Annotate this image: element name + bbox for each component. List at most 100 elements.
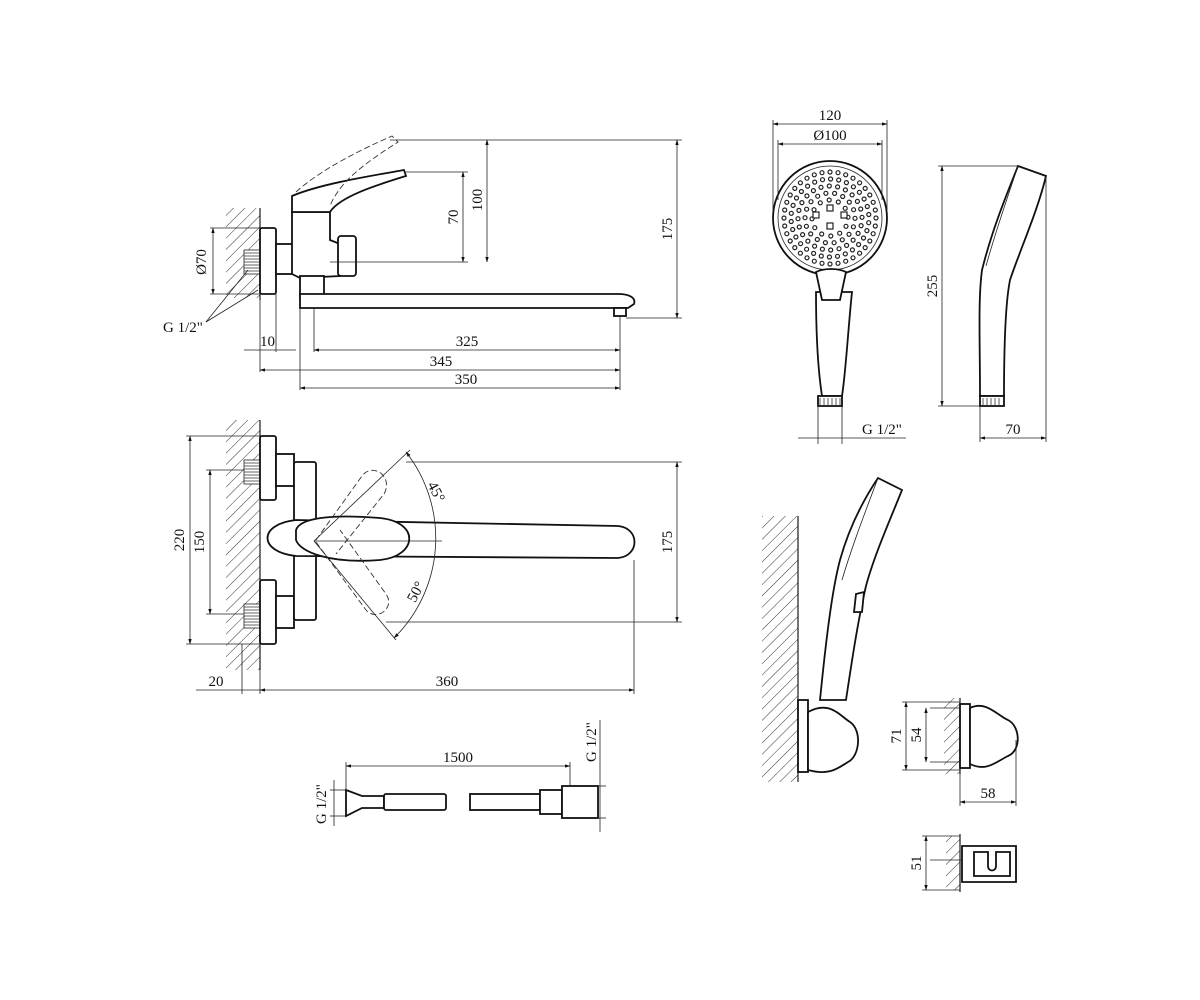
- nozzle-dot: [826, 197, 832, 203]
- nut-lower: [275, 595, 295, 629]
- thread-inlet: [243, 249, 261, 275]
- nozzle-dot: [788, 210, 794, 216]
- nozzle-dot: [854, 198, 861, 204]
- nozzle-dot: [843, 242, 850, 248]
- nozzle-dot: [819, 170, 825, 176]
- wall-hatch-holder: [762, 516, 798, 782]
- nozzle-dot: [803, 246, 810, 252]
- nozzle-dot: [850, 255, 856, 261]
- nozzle-dot: [782, 207, 788, 213]
- dim-175-side: 175: [660, 218, 676, 241]
- nozzle-dot: [862, 245, 868, 251]
- shower-front-dimensions: 120 Ø100 G 1/2": [772, 108, 906, 444]
- escutcheon-lower: [259, 579, 277, 645]
- shower-handle: [815, 291, 853, 397]
- nozzle-dot: [834, 184, 841, 190]
- dim-150: 150: [192, 531, 208, 554]
- nozzle-dot: [792, 185, 798, 191]
- center-nozzle: [812, 211, 820, 219]
- nozzle-dot: [810, 250, 817, 256]
- shower-side-dimensions: 255 70: [925, 165, 1047, 442]
- nozzle-dot: [858, 206, 864, 212]
- center-nozzle: [840, 211, 848, 219]
- nozzle-dot: [811, 172, 817, 178]
- nozzle-dot: [819, 177, 826, 183]
- nozzle-dot: [856, 189, 863, 195]
- nozzle-dot: [811, 243, 818, 249]
- nozzle-dot: [817, 200, 823, 206]
- nozzle-dot: [831, 190, 838, 196]
- nozzle-dot: [861, 196, 867, 202]
- nozzle-dot: [784, 231, 790, 237]
- nozzle-dot: [802, 215, 808, 221]
- nozzle-dot: [787, 238, 793, 244]
- wall-hatch-top-view: [226, 420, 260, 670]
- nozzle-dot: [803, 223, 810, 229]
- nozzle-dot: [856, 180, 863, 186]
- dim-175-top: 175: [660, 531, 676, 554]
- nozzle-dot: [842, 187, 849, 193]
- nozzle-dot: [793, 234, 799, 240]
- nozzle-dot: [815, 193, 821, 199]
- nozzle-dot: [804, 255, 810, 261]
- nozzle-dot: [834, 253, 841, 259]
- nozzle-dot: [790, 226, 796, 233]
- spray-button: [814, 268, 848, 301]
- nozzle-dot: [790, 202, 796, 208]
- holder-plate: [797, 699, 809, 773]
- nozzle-dot: [819, 260, 825, 266]
- nozzle-dot: [850, 184, 857, 190]
- nozzle-dot: [797, 250, 804, 256]
- nozzle-dot: [823, 190, 829, 196]
- nozzle-dot: [787, 192, 793, 198]
- nozzle-dot: [843, 172, 849, 178]
- nozzle-dot: [814, 236, 820, 243]
- mixer-top-view: 45° 50° 220 150 175 20 360: [172, 420, 682, 694]
- nozzle-dot: [819, 231, 825, 237]
- holder-dimensions: 71 54 58: [889, 701, 1017, 806]
- holder-plate-detail: [959, 703, 971, 769]
- nozzle-dot: [799, 232, 806, 238]
- nozzle-dot: [858, 223, 864, 229]
- shower-connector: [817, 395, 843, 407]
- nozzle-dot: [840, 193, 846, 200]
- nozzle-dot: [811, 207, 817, 213]
- dim-d70: Ø70: [194, 249, 210, 275]
- nozzle-dot: [799, 200, 805, 206]
- nozzle-dot: [867, 192, 873, 198]
- nozzle-dot: [867, 238, 873, 244]
- nozzle-dot: [866, 220, 872, 226]
- nozzle-dot: [803, 206, 810, 212]
- dim-10: 10: [260, 334, 275, 350]
- nut-upper: [275, 453, 295, 487]
- nozzle-dot: [831, 240, 837, 246]
- diverter-knob: [337, 235, 357, 277]
- nozzle-dot: [812, 225, 818, 231]
- nozzle-dot: [870, 231, 876, 237]
- nozzle-dot: [808, 231, 814, 237]
- lever-ghost-45: [315, 469, 387, 555]
- wall-holder-assembly: [762, 476, 904, 782]
- nozzle-dot: [873, 215, 879, 221]
- holder-front-dimensions: 51: [909, 835, 960, 891]
- nozzle-dot: [792, 245, 798, 251]
- nozzle-dot: [852, 215, 858, 221]
- center-nozzle: [826, 204, 834, 212]
- nozzle-dot: [843, 180, 850, 186]
- nozzle-dot: [795, 216, 801, 222]
- shower-in-holder: [819, 476, 904, 701]
- nozzle-dot: [827, 169, 833, 175]
- nozzle-dot: [804, 175, 810, 181]
- nozzle-dot: [804, 183, 811, 189]
- wall-hatch-front-detail: [946, 836, 960, 890]
- nozzle-dot: [872, 207, 878, 213]
- dim-345: 345: [430, 354, 453, 370]
- nozzle-dot: [835, 260, 841, 266]
- nozzle-dot: [850, 207, 857, 213]
- nozzle-dot: [810, 188, 817, 194]
- nozzle-dot: [837, 230, 843, 236]
- center-nozzle: [826, 222, 834, 230]
- nozzle-dot: [850, 175, 856, 181]
- nozzle-dot: [843, 258, 849, 264]
